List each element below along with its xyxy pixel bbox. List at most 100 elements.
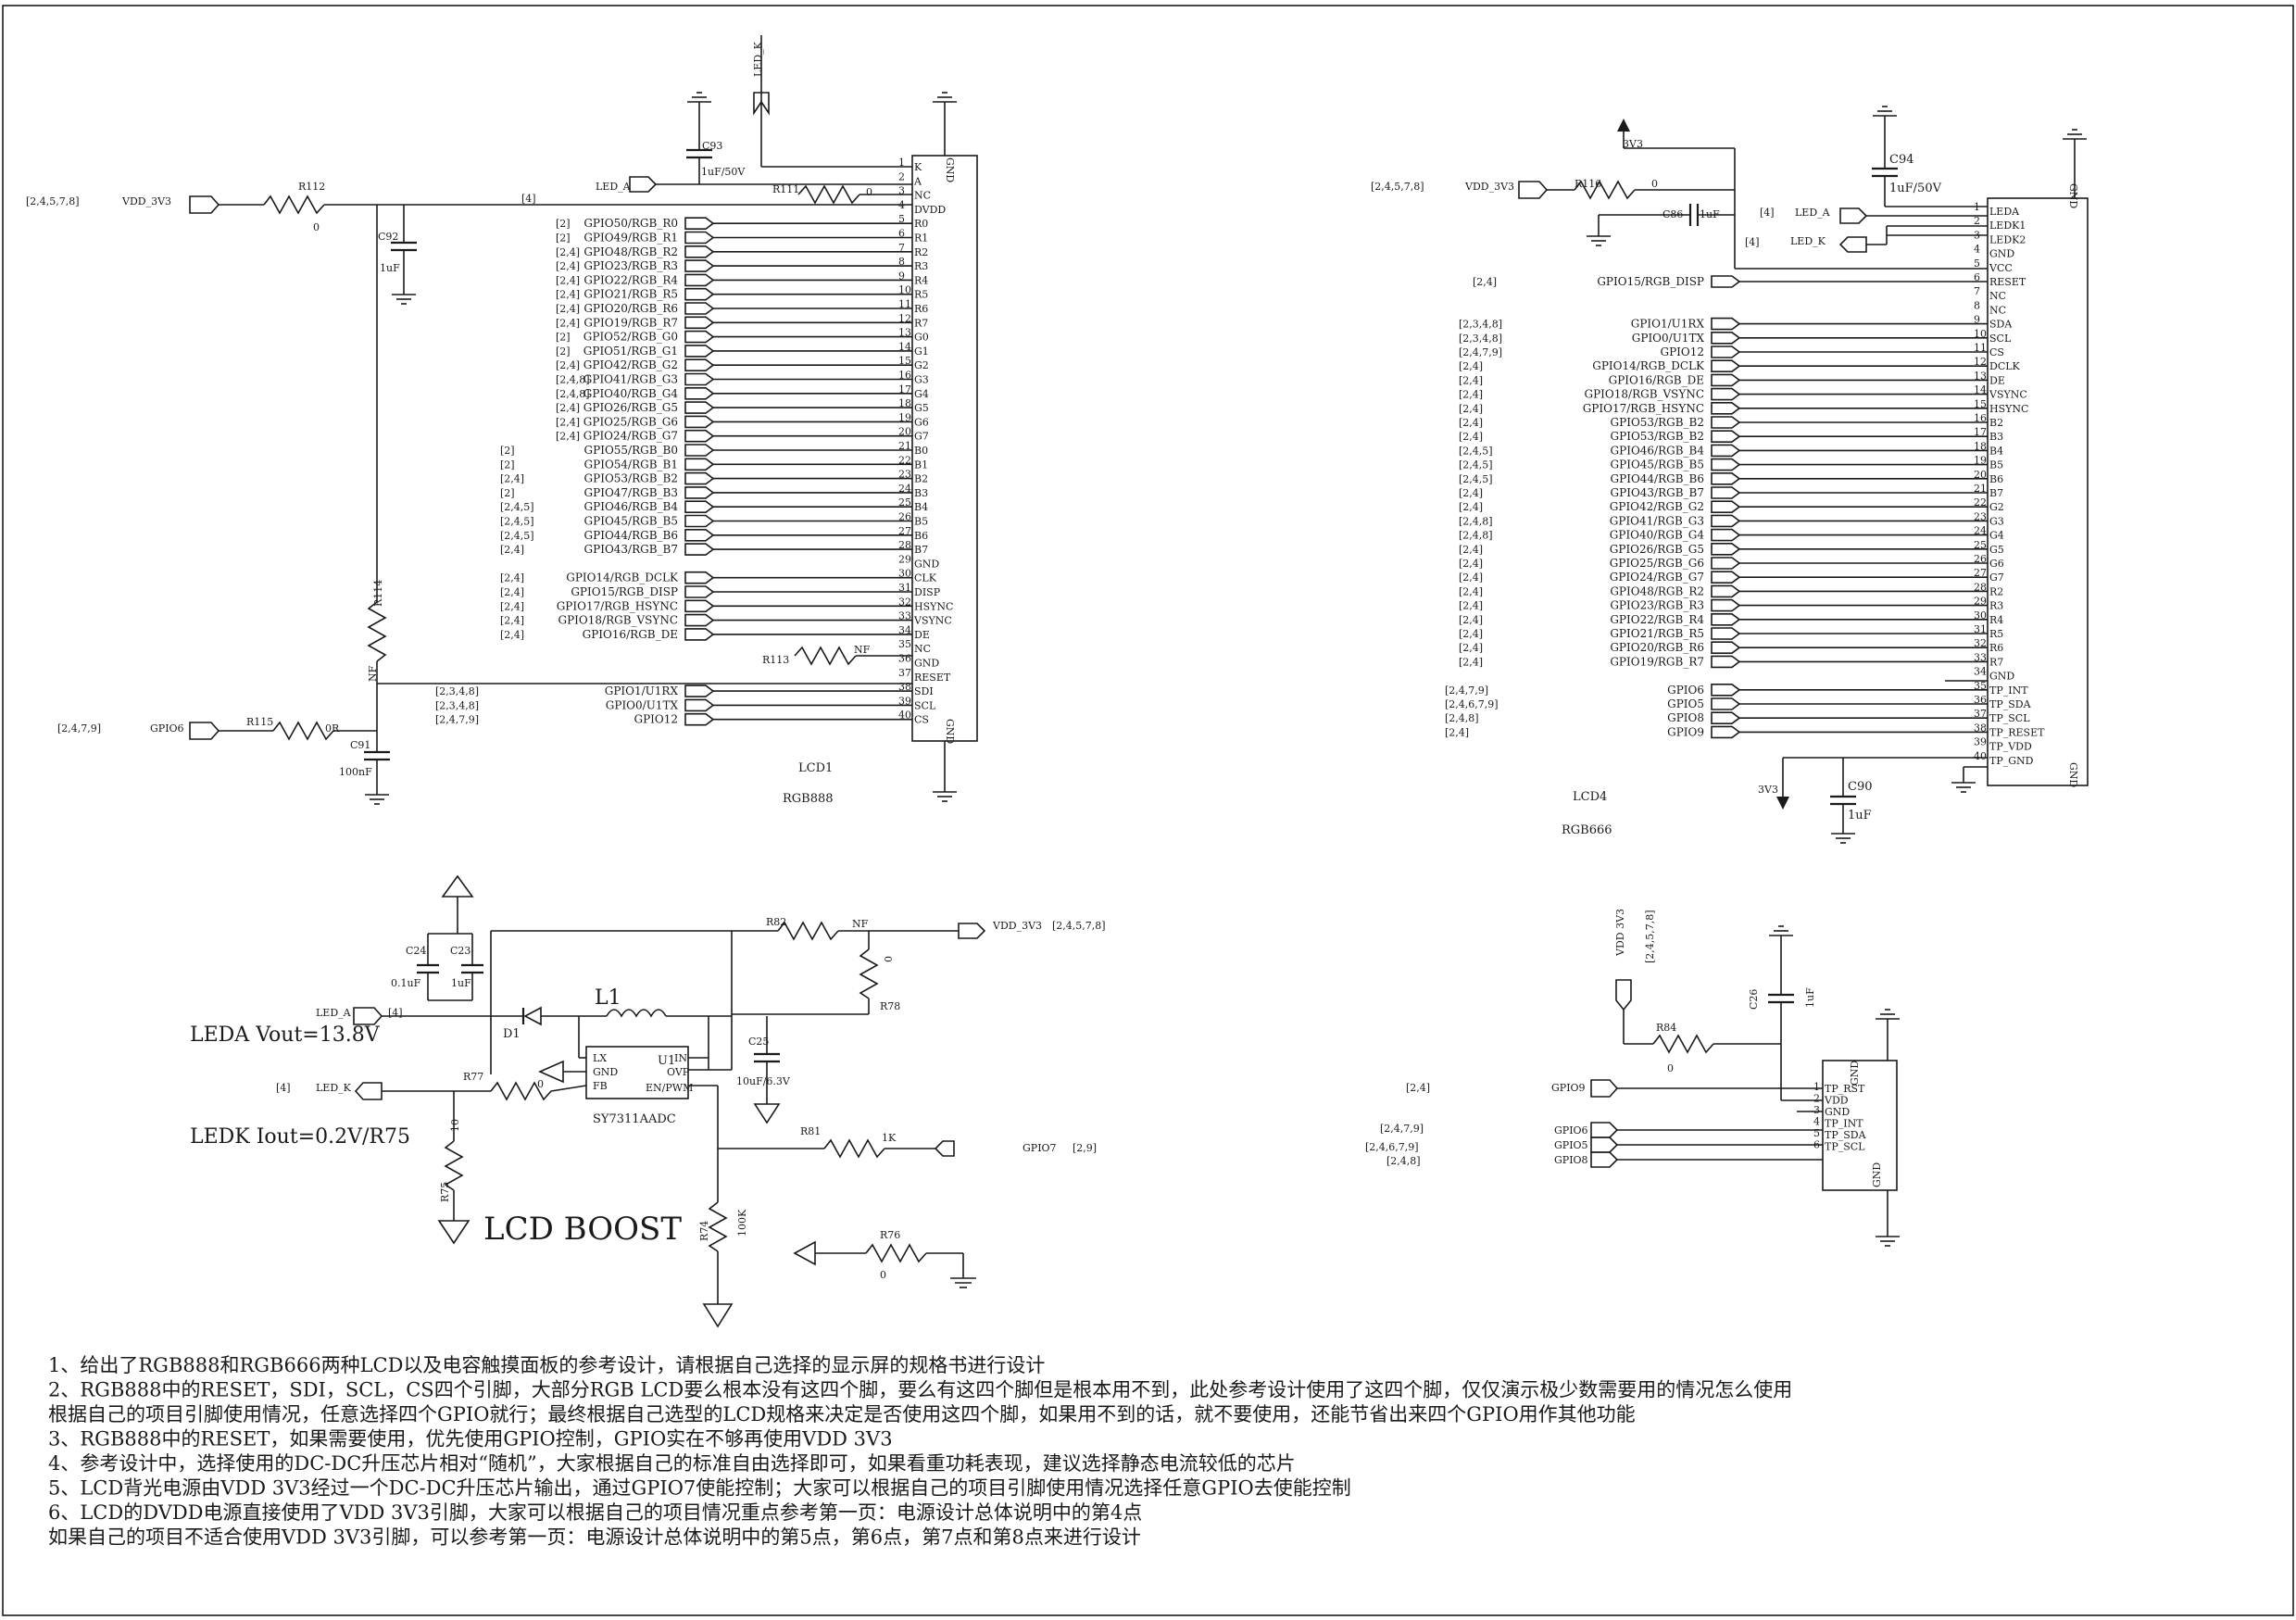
lcd4-signal-name: GPIO8 xyxy=(1667,711,1704,724)
lcd4-signal-port xyxy=(1711,486,1741,499)
c86-ref: C86 xyxy=(1662,208,1683,220)
led-k-net-boost: LED_K xyxy=(316,1082,352,1094)
u1-pin-gnd: GND xyxy=(593,1066,618,1078)
vdd-ref-lcd1: [2,4,5,7,8] xyxy=(26,195,80,207)
lcd4-signal-ref: [2,4] xyxy=(1459,487,1483,499)
lcd4-pin-name: CS xyxy=(1989,346,2004,358)
lcd4-pin-name: B7 xyxy=(1989,487,2003,499)
lcd1-pin-name: G7 xyxy=(914,431,929,443)
tp-pin-name: VDD xyxy=(1824,1095,1849,1107)
u1-ref: U1 xyxy=(658,1054,675,1068)
lcd4-signal-name: GPIO46/RGB_B4 xyxy=(1611,444,1705,457)
lcd4-signal-port xyxy=(1711,471,1741,485)
lcd4-signal-ref: [2,4] xyxy=(1459,585,1483,597)
lcd4-signal-ref: [2,4] xyxy=(1459,558,1483,570)
lcd4-pin-number: 10 xyxy=(1974,328,1987,340)
design-note-line: 4、参考设计中，选择使用的DC-DC升压芯片相对“随机”，大家根据自己的标准自由… xyxy=(48,1452,1296,1475)
r113-ref: R113 xyxy=(762,654,789,666)
lcd1-signal-port xyxy=(684,628,715,641)
lcd4-signal-ref: [2,4] xyxy=(1445,726,1469,738)
3v3-arrow xyxy=(1617,119,1630,132)
lcd4-pin-number: 12 xyxy=(1974,356,1987,368)
lcd1-signal-ref: [2,4] xyxy=(500,544,524,556)
design-notes: 1、给出了RGB888和RGB666两种LCD以及电容触摸面板的参考设计，请根据… xyxy=(48,1354,1792,1549)
lcd1-pin-name: CLK xyxy=(914,572,937,584)
lcd1-pin-number: 13 xyxy=(898,327,911,339)
lcd1-pin-number: 18 xyxy=(898,397,911,409)
gpio6-tp-port xyxy=(1590,1122,1619,1138)
c26-ref: C26 xyxy=(1748,989,1760,1010)
lcd1-signal-ref: [2,4] xyxy=(500,629,524,641)
net-3v3-bottom: 3V3 xyxy=(1758,784,1778,796)
lcd1-pin-name: R4 xyxy=(914,274,928,286)
lcd4-signal-port xyxy=(1711,641,1741,655)
tp-connector-body xyxy=(1822,1060,1898,1191)
r81-ref: R81 xyxy=(800,1125,821,1137)
lcd4-pin-name: B6 xyxy=(1989,473,2003,485)
vdd-port-lcd1 xyxy=(189,195,220,214)
lcd1-signal-port xyxy=(684,684,715,697)
lcd1-pin-number: 34 xyxy=(898,624,911,636)
lcd4-pin-number: 20 xyxy=(1974,469,1987,481)
lcd4-pin-name: R2 xyxy=(1989,585,2003,597)
lcd4-signal-port xyxy=(1711,317,1741,331)
lcd4-pin-number: 39 xyxy=(1974,736,1987,748)
lcd4-pin-name: NC xyxy=(1989,304,2006,316)
lcd4-gnd-top-label: GND xyxy=(2067,183,2079,208)
lcd4-pin-number: 8 xyxy=(1974,299,1980,311)
lcd1-pin-name: G0 xyxy=(914,332,929,344)
lcd1-signal-port xyxy=(684,287,715,301)
u1-pin-fb: FB xyxy=(593,1080,608,1092)
lcd1-pin-name: SDI xyxy=(914,685,934,697)
lcd4-signal-ref: [2,3,4,8] xyxy=(1459,319,1502,331)
lcd4-signal-name: GPIO15/RGB_DISP xyxy=(1597,275,1704,288)
lcd1-pin-name: B1 xyxy=(914,458,928,471)
lcd4-signal-port xyxy=(1711,373,1741,387)
lcd4-signal-name: GPIO41/RGB_G3 xyxy=(1610,514,1704,527)
led-a-net-lcd4: LED_A xyxy=(1795,207,1831,219)
lcd1-signal-port xyxy=(684,543,715,556)
lcd4-pin-number: 2 xyxy=(1974,215,1980,227)
lcd1-pin-number: 19 xyxy=(898,411,911,423)
lcd1-pin-number: 10 xyxy=(898,284,911,296)
c91-val: 100nF xyxy=(339,766,372,778)
lcd1-pin-name: G6 xyxy=(914,416,929,428)
lcd4-signal-ref: [2,4] xyxy=(1459,389,1483,401)
lcd4-signal-port xyxy=(1711,655,1741,669)
lcd1-pin-name: NC xyxy=(914,643,931,655)
r111-symbol xyxy=(797,184,860,205)
r82-symbol xyxy=(777,921,839,941)
lcd4-signal-ref: [2,4,7,9] xyxy=(1459,346,1502,358)
lcd4-signal-ref: [2,4] xyxy=(1473,276,1497,288)
lcd1-signal-ref: [2] xyxy=(500,487,515,499)
lcd1-pin-number: 14 xyxy=(898,341,911,353)
lcd1-signal-port xyxy=(684,444,715,457)
lcd4-pin-number: 6 xyxy=(1974,271,1980,283)
tp-pin-name: TP_RST xyxy=(1825,1083,1865,1095)
tp-pin-name: TP_SDA xyxy=(1825,1129,1867,1141)
lcd4-signal-name: GPIO0/U1TX xyxy=(1632,332,1705,345)
lcd1-signal-port xyxy=(684,458,715,471)
lcd4-signal-port xyxy=(1711,697,1741,710)
gpio8-tp-port xyxy=(1590,1151,1619,1168)
vdd-net-lcd4: VDD_3V3 xyxy=(1464,181,1514,193)
tp-pin-number: 1 xyxy=(1813,1081,1820,1093)
lcd4-signal-name: GPIO43/RGB_B7 xyxy=(1611,486,1704,499)
lcd4-pin-name: LEDA xyxy=(1989,206,2020,218)
ground-symbols xyxy=(365,92,2087,1247)
lcd1-signal-port xyxy=(684,386,715,400)
led-a-net: LED_A xyxy=(596,181,632,193)
lcd1-pin-number: 2 xyxy=(898,170,905,182)
lcd4-pin-number: 14 xyxy=(1974,384,1987,396)
lcd1-pin-number: 33 xyxy=(898,610,911,622)
lcd1-signal-ref: [2,4] xyxy=(556,303,580,315)
r114-val: NF xyxy=(367,665,379,682)
tp-gnd-top-label: GND xyxy=(1849,1061,1861,1086)
lcd4-signal-ref: [2,4] xyxy=(1459,571,1483,584)
lcd4-pin-name: G3 xyxy=(1989,515,2004,527)
lcd1-pin-number: 30 xyxy=(898,568,911,580)
lcd1-signal-port xyxy=(684,429,715,443)
lcd4-signal-port xyxy=(1711,345,1741,358)
lcd4-pin-name: SCL xyxy=(1989,333,2012,345)
lcd1-pin-name: DVDD xyxy=(914,204,946,216)
